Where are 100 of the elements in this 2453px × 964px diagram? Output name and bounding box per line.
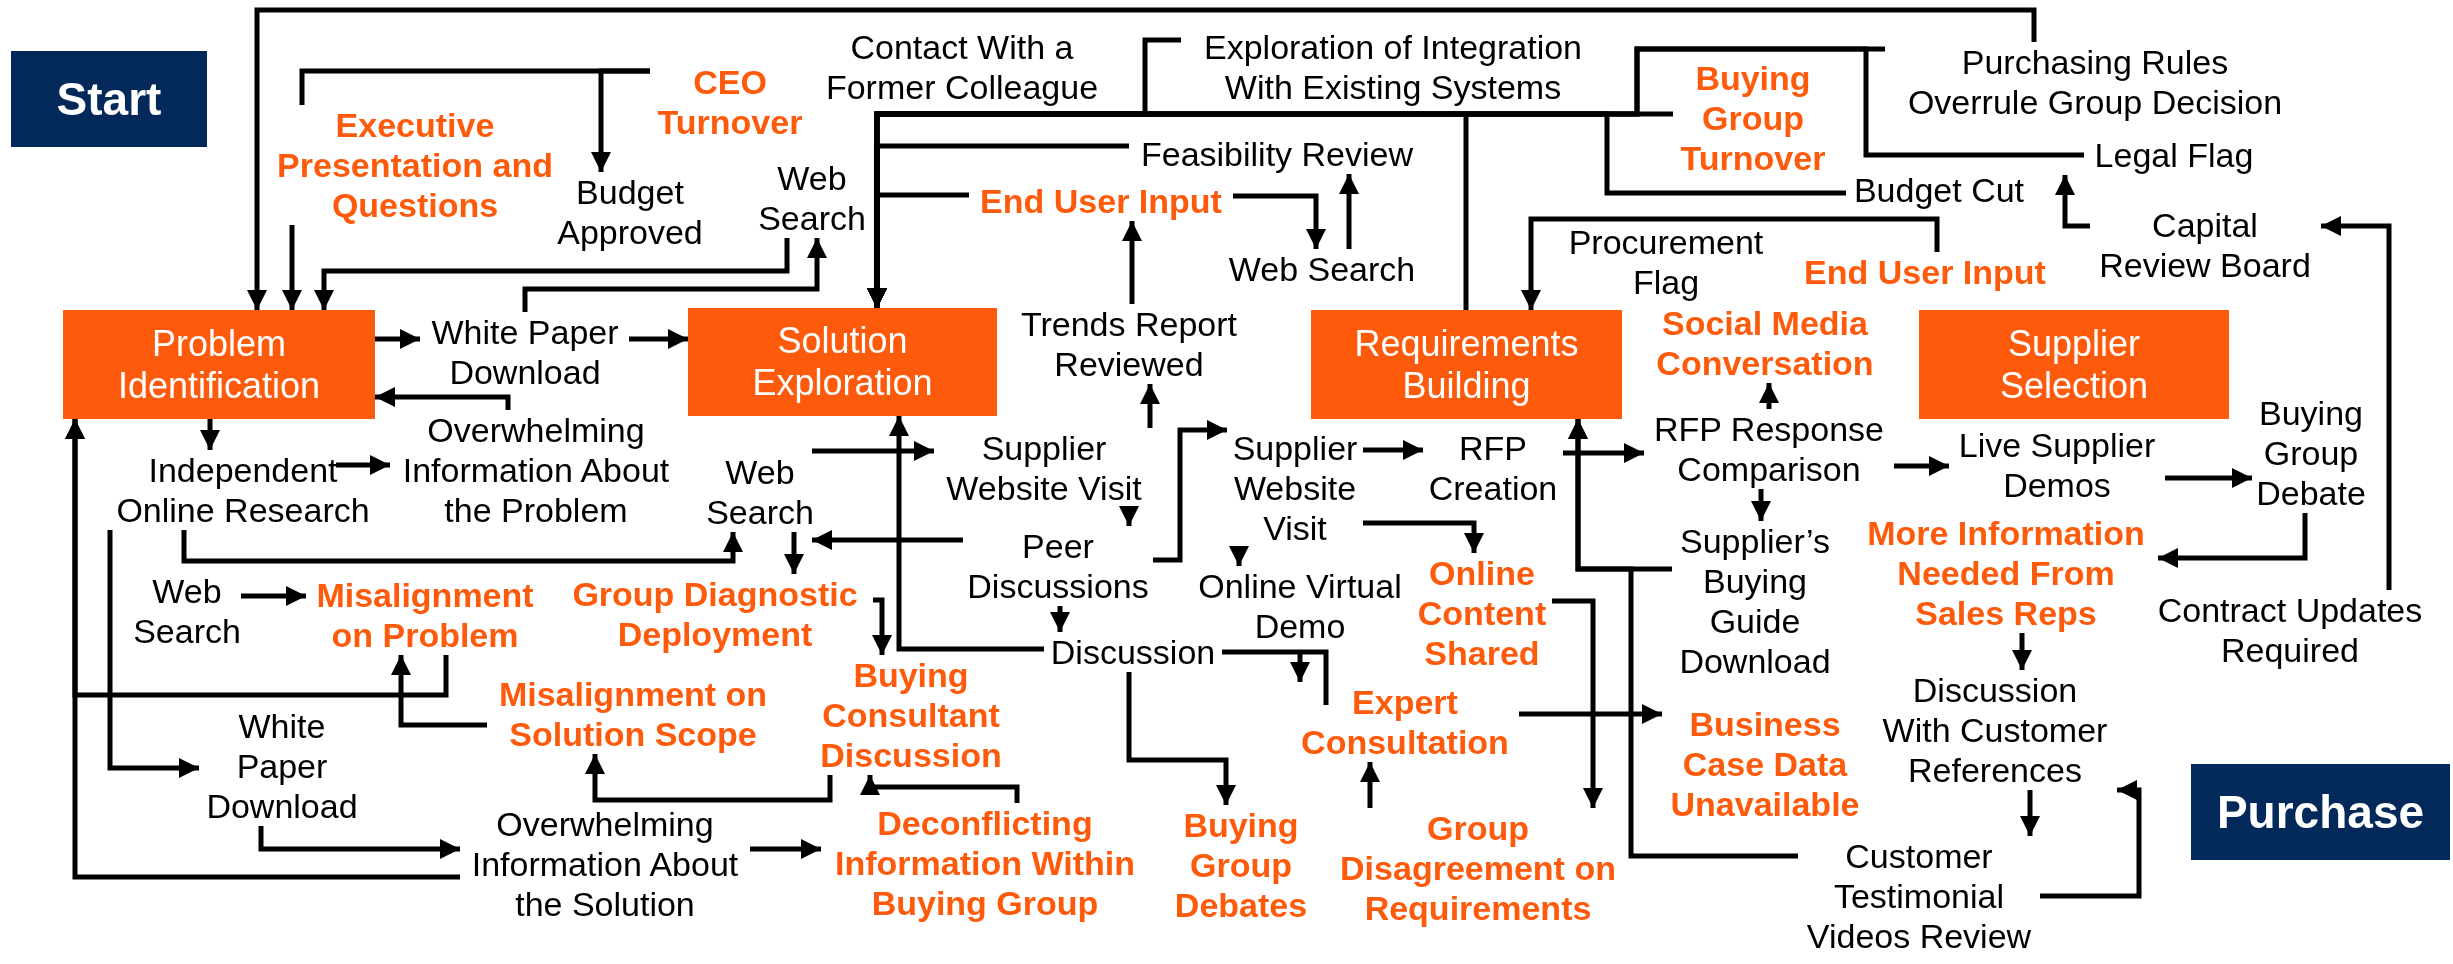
step-label: Capital Review Board (2099, 205, 2311, 285)
arrow (784, 532, 804, 574)
event-label: Misalignment on Problem (316, 575, 534, 655)
step-label: Contact With a Former Colleague (825, 27, 1099, 107)
arrow (1119, 506, 1139, 526)
step-label: Budget Cut (1853, 170, 2025, 210)
arrow (258, 826, 460, 859)
step-label: Web Search (706, 452, 814, 532)
arrow (375, 329, 420, 349)
step-label: Supplier Website Visit (1232, 428, 1358, 548)
step-label: Supplier Website Visit (946, 428, 1142, 508)
event-label: End User Input (980, 181, 1222, 221)
step-label: RFP Response Comparison (1654, 409, 1884, 489)
arrow (1360, 762, 1380, 808)
stage-box: Solution Exploration (688, 308, 997, 416)
arrow (1126, 672, 1236, 805)
arrow (391, 655, 487, 728)
arrow (1563, 443, 1644, 463)
arrow (585, 754, 833, 803)
arrow (181, 530, 743, 564)
terminal-box: Start (11, 51, 207, 147)
step-label: Trends Report Reviewed (1020, 304, 1238, 384)
arrow (1519, 704, 1662, 724)
arrow (247, 7, 2037, 310)
step-label: Independent Online Research (116, 450, 370, 530)
event-label: End User Input (1804, 252, 2046, 292)
stage-box: Supplier Selection (1919, 310, 2229, 419)
arrow (1153, 420, 1227, 563)
arrow (1233, 193, 1326, 249)
step-label: White Paper Download (431, 312, 619, 392)
arrow (241, 586, 306, 606)
step-label: Web Search (1228, 249, 1416, 289)
step-label: Customer Testimonial Videos Review (1806, 836, 2032, 956)
arrow (750, 839, 821, 859)
arrow (522, 238, 827, 312)
step-label: Contract Updates Required (2157, 590, 2423, 670)
step-label: Exploration of Integration With Existing Systems (1204, 27, 1582, 107)
event-label: Buying Group Debates (1174, 805, 1308, 925)
step-label: Budget Approved (557, 172, 703, 252)
event-label: Online Content Shared (1417, 553, 1547, 673)
step-label: Supplier’s Buying Guide Download (1679, 521, 1831, 681)
event-label: Social Media Conversation (1656, 303, 1874, 383)
event-label: CEO Turnover (657, 62, 803, 142)
step-label: Web Search (758, 158, 866, 238)
step-label: Discussion With Customer References (1882, 670, 2108, 790)
step-label: Feasibility Review (1140, 134, 1414, 174)
stage-box: Requirements Building (1311, 310, 1622, 419)
arrow (65, 419, 460, 880)
arrow (1751, 489, 1771, 521)
stage-box: Problem Identification (63, 310, 375, 419)
arrow (282, 225, 302, 310)
step-label: RFP Creation (1428, 428, 1558, 508)
arrow (889, 416, 1044, 652)
arrow (629, 329, 688, 349)
step-label: White Paper Download (206, 706, 358, 826)
arrow (1568, 419, 1672, 572)
step-label: Peer Discussions (967, 526, 1149, 606)
arrow (872, 597, 892, 655)
event-label: Group Diagnostic Deployment (572, 574, 858, 654)
arrow (2040, 780, 2142, 899)
step-label: Legal Flag (2094, 135, 2254, 175)
event-label: Deconflicting Information Within Buying Group (835, 803, 1135, 923)
arrow (1521, 216, 1940, 310)
step-label: Procurement Flag (1568, 222, 1764, 302)
arrow (375, 387, 511, 410)
event-label: Group Disagreement on Requirements (1340, 808, 1616, 928)
step-label: Purchasing Rules Overrule Group Decision (1907, 42, 2283, 122)
step-label: Overwhelming Information About the Problem (402, 410, 670, 530)
event-label: Business Case Data Unavailable (1670, 704, 1860, 824)
step-label: Live Supplier Demos (1958, 425, 2156, 505)
arrow (860, 775, 1020, 803)
arrow (591, 68, 650, 172)
arrow (1122, 221, 1142, 304)
arrow (1140, 384, 1160, 428)
arrow (2321, 216, 2392, 590)
arrow (314, 238, 790, 310)
arrow (2165, 468, 2252, 488)
terminal-box: Purchase (2191, 764, 2450, 860)
arrow (812, 441, 934, 461)
arrow (1363, 440, 1423, 460)
arrow (1552, 598, 1603, 808)
event-label: Expert Consultation (1301, 682, 1509, 762)
event-label: More Information Needed From Sales Reps (1867, 513, 2145, 633)
arrow (1050, 606, 1070, 632)
event-label: Executive Presentation and Questions (277, 105, 553, 225)
arrow (812, 530, 963, 550)
arrow (1219, 649, 1329, 708)
arrow (200, 419, 220, 450)
arrow (336, 455, 390, 475)
arrow (2158, 513, 2308, 568)
step-label: Web Search (133, 571, 241, 651)
arrow (107, 530, 199, 778)
arrow (2020, 790, 2040, 836)
arrow (2012, 633, 2032, 670)
arrow (1759, 383, 1779, 409)
event-label: Buying Consultant Discussion (820, 655, 1002, 775)
step-label: Buying Group Debate (2256, 393, 2366, 513)
arrow (1339, 174, 1359, 249)
arrow (1363, 520, 1484, 553)
step-label: Overwhelming Information About the Solution (471, 804, 739, 924)
